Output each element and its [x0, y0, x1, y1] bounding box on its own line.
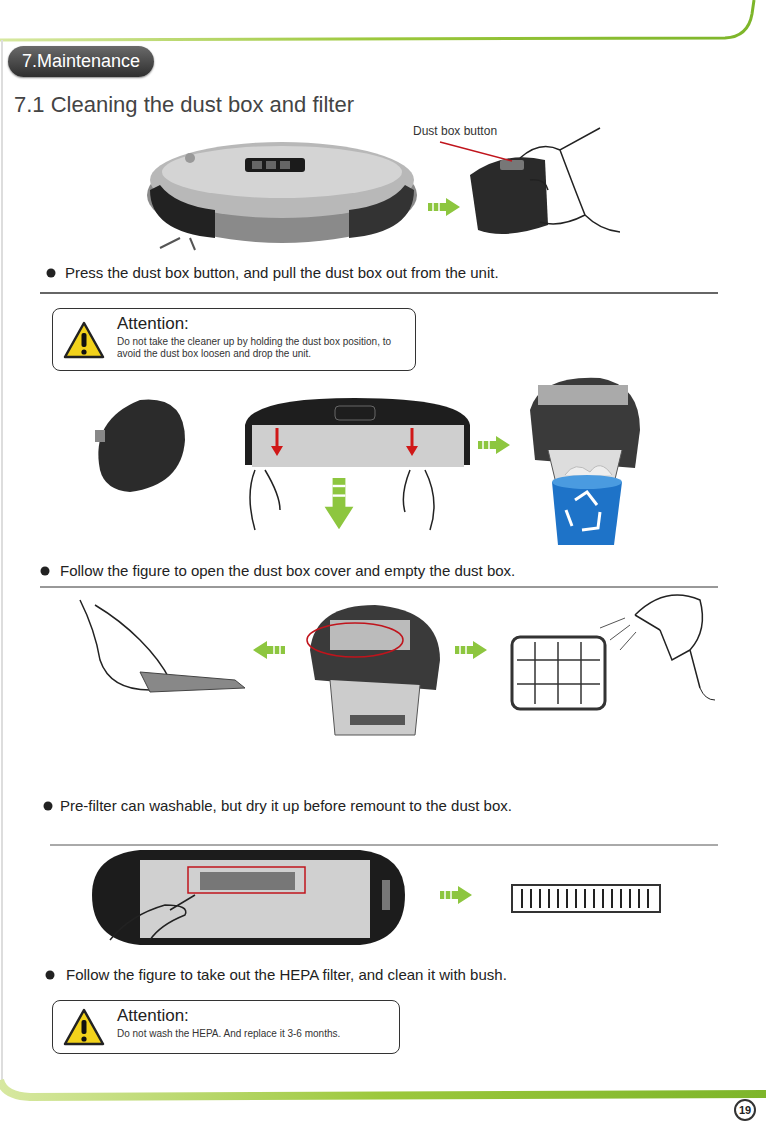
attention-body: Do not wash the HEPA. And replace it 3-6…: [117, 1028, 389, 1040]
callout-label: Dust box button: [413, 124, 533, 138]
warning-icon: [63, 1008, 105, 1046]
attention-box: Attention:Do not take the cleaner up by …: [52, 308, 416, 371]
instruction-text: Follow the figure to take out the HEPA f…: [66, 966, 706, 984]
instruction-text: Press the dust box button, and pull the …: [65, 264, 705, 282]
attention-heading: Attention:: [117, 314, 405, 334]
section-tab: 7.Maintenance: [8, 46, 154, 77]
attention-box: Attention: Do not wash the HEPA. And repl…: [52, 1000, 400, 1054]
attention-body: Do not take the cleaner up by holding th…: [117, 336, 405, 360]
instruction-text: Pre-filter can washable, but dry it up b…: [60, 797, 710, 815]
page-number: 19: [734, 1099, 756, 1121]
section-heading: 7.Maintenance: [22, 51, 140, 72]
attention-heading: Attention:: [117, 1006, 389, 1026]
section-title: 7.1 Cleaning the dust box and filter: [14, 92, 354, 118]
instruction-text: Follow the figure to open the dust box c…: [60, 562, 710, 580]
warning-icon: [63, 321, 105, 359]
page-number-text: 19: [739, 1104, 751, 1116]
